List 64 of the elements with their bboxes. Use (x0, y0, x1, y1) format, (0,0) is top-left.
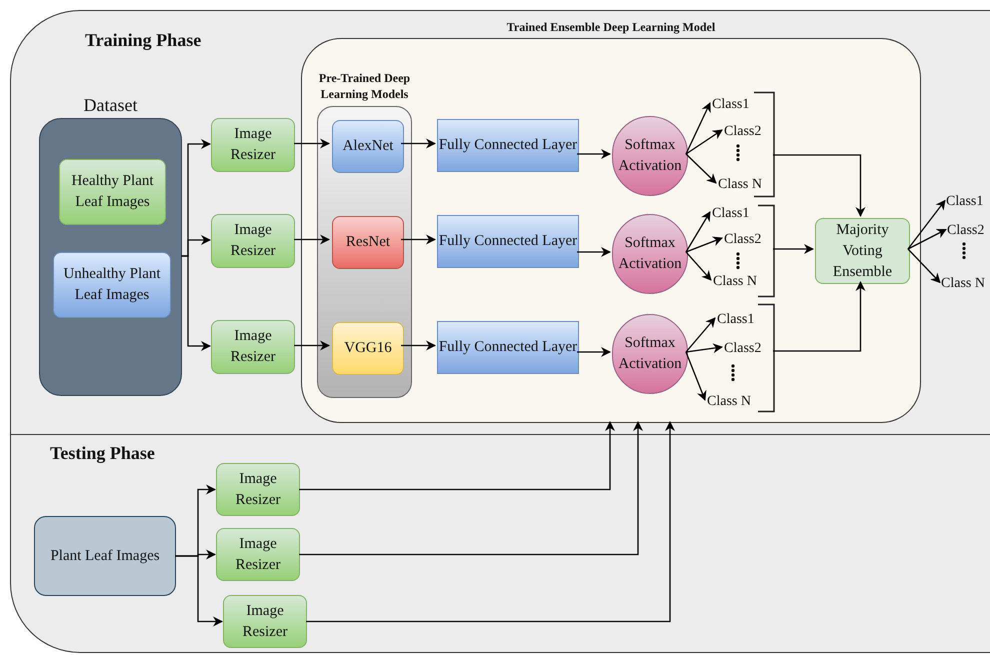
arrow (306, 421, 675, 622)
arrow (685, 102, 711, 154)
class-label: Class2 (947, 222, 989, 239)
arrow (773, 281, 866, 352)
arrow (401, 138, 436, 148)
class-label: Class1 (946, 193, 988, 210)
process-box: VGG16 (332, 322, 404, 375)
arrow (685, 352, 706, 401)
process-box: Fully Connected Layer (437, 119, 579, 172)
arrow (294, 340, 330, 350)
process-box: Image Resizer (216, 463, 300, 516)
process-box: Image Resizer (211, 214, 295, 268)
phase-title: Testing Phase (50, 442, 155, 465)
process-box: Image Resizer (211, 118, 295, 172)
arrow (299, 421, 643, 556)
process-box: Healthy Plant Leaf Images (59, 159, 166, 225)
arrow (685, 211, 711, 252)
process-box: Image Resizer (223, 595, 307, 648)
arrow (577, 347, 611, 357)
arrow (577, 149, 611, 159)
arrow (773, 244, 814, 254)
arrow (294, 234, 330, 244)
process-box: Image Resizer (216, 528, 300, 581)
process-box: ResNet (332, 216, 404, 269)
process-box: AlexNet (332, 120, 404, 173)
class-label: Class2 (724, 123, 768, 141)
class-label: Class1 (712, 205, 756, 223)
phase-title: Training Phase (85, 29, 202, 52)
arrow (401, 234, 436, 244)
arrow (773, 154, 866, 217)
arrow (686, 129, 723, 155)
arrow (577, 247, 611, 257)
arrow (686, 236, 723, 253)
phase-panel (10, 10, 990, 435)
arrow (686, 317, 716, 352)
group-heading: Pre-Trained Deep Learning Models (318, 70, 412, 102)
class-label: Class1 (712, 96, 756, 114)
class-label: Class N (718, 176, 768, 194)
arrow (294, 138, 330, 148)
class-label: Class N (707, 393, 757, 411)
process-box: Fully Connected Layer (437, 321, 579, 374)
class-label: Class N (713, 273, 763, 291)
arrow (907, 200, 946, 250)
arrow (299, 421, 615, 490)
arrow (686, 252, 712, 281)
phase-panel (10, 435, 990, 653)
arrow (181, 255, 211, 351)
class-label: Class2 (724, 231, 768, 249)
class-label: Class1 (717, 311, 761, 329)
arrow (175, 555, 223, 626)
process-box: Image Resizer (211, 320, 295, 374)
arrow (908, 248, 941, 284)
arrow (401, 340, 436, 350)
process-box: Fully Connected Layer (437, 215, 579, 268)
group-heading: Trained Ensemble Deep Learning Model (506, 18, 716, 36)
group-heading: Dataset (84, 94, 138, 116)
process-box: Majority Voting Ensemble (815, 218, 910, 284)
process-box: Plant Leaf Images (34, 516, 176, 596)
process-box: Unhealthy Plant Leaf Images (53, 252, 171, 318)
arrow (908, 228, 947, 250)
arrow (686, 154, 717, 184)
arrow (686, 343, 723, 354)
class-label: Class2 (724, 340, 768, 358)
class-label: Class N (941, 275, 989, 292)
